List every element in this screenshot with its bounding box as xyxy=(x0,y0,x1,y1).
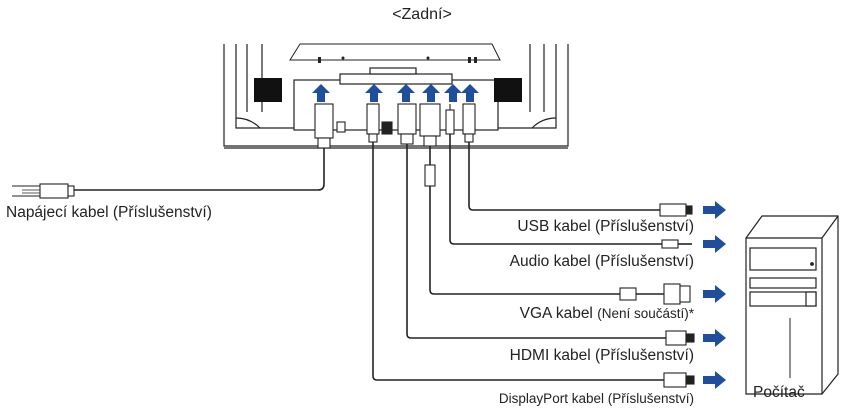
vga-cable-note: (Není součástí)* xyxy=(597,306,694,321)
power-plug xyxy=(12,183,75,199)
power-cable-label: Napájecí kabel (Příslušenství) xyxy=(6,204,212,221)
computer-label: Počítač xyxy=(753,384,805,401)
displayport-plug xyxy=(663,372,695,388)
to-computer-arrows xyxy=(703,201,726,389)
vga-cable-main: VGA kabel xyxy=(519,305,593,322)
hdmi-plug xyxy=(665,330,695,346)
computer-tower xyxy=(745,215,839,395)
vga-cable-label: VGA kabel (Není součástí)* xyxy=(520,305,694,323)
rear-markers xyxy=(318,56,477,63)
vga-plug xyxy=(663,283,691,305)
vga-ferrite-core-1 xyxy=(424,164,436,187)
hdmi-cable-label: HDMI kabel (Příslušenství) xyxy=(509,347,694,364)
audio-plug xyxy=(661,239,692,249)
usb-cable-label: USB kabel (Příslušenství) xyxy=(517,218,694,235)
right-speaker xyxy=(494,78,522,102)
cables xyxy=(72,134,666,381)
usb-plug xyxy=(659,203,693,217)
left-speaker xyxy=(254,78,282,102)
displayport-cable-label: DisplayPort kabel (Příslušenství) xyxy=(498,391,694,406)
audio-cable-label: Audio kabel (Příslušenství) xyxy=(509,253,694,270)
vga-ferrite-core-2 xyxy=(619,287,637,301)
page-title: <Zadní> xyxy=(392,6,452,23)
